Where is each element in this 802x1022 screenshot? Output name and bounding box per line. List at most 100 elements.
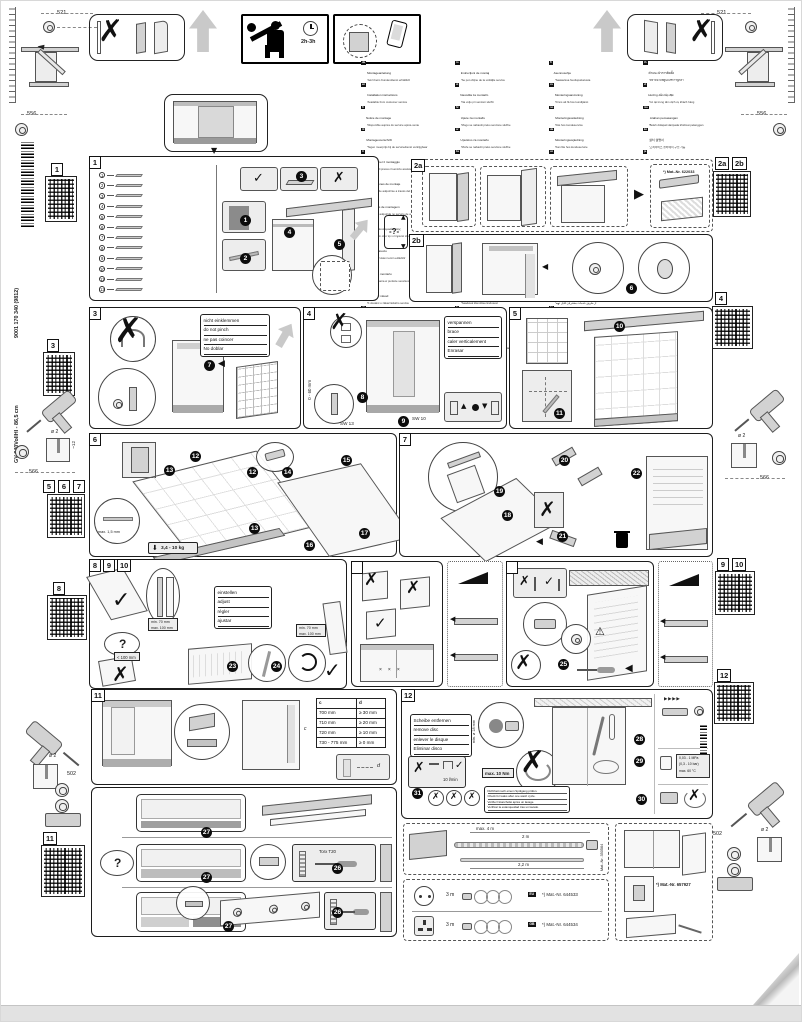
bracket (259, 857, 279, 866)
step-badge: 22 (631, 468, 642, 479)
tap-check-box: ✗ ✓ 10 l/min (408, 756, 466, 788)
socket-uk-icon (414, 916, 434, 936)
note-line: Verificar la estanqueidad tras un lavado… (487, 805, 567, 811)
phone-screen (390, 24, 404, 41)
countertop-shape (557, 169, 617, 187)
plinth-shape (735, 82, 775, 87)
part-leader (107, 288, 115, 290)
drain-ok-icon (660, 792, 678, 804)
countertop-speckled (569, 570, 649, 586)
panel-6-label: 6 (89, 433, 101, 446)
part-number: 6 (99, 223, 106, 231)
countertop (103, 701, 171, 707)
language-entry: roInstrucţiuni de montaj*Se pot obţine d… (455, 61, 545, 82)
language-code: bs (455, 150, 461, 154)
edge (185, 901, 203, 907)
plinth-zoom-circle (174, 704, 230, 760)
panel-4-label: 4 (303, 307, 315, 320)
spec-divider (654, 694, 655, 814)
clock-hand (310, 24, 312, 30)
hose-coil (593, 760, 619, 774)
insert-arrow: ◀ (660, 617, 666, 625)
dishwasher-front (173, 101, 257, 144)
limit-box: < 100 mm (114, 652, 140, 661)
sink-cabinet (552, 707, 626, 786)
language-title: Montageanleitung (367, 71, 391, 75)
pin-slot (423, 920, 426, 925)
appliance-front-box: ▼ (164, 94, 268, 155)
language-code: it (361, 150, 365, 154)
screw-head-icon (773, 123, 786, 136)
panel-12-label: 12 (401, 689, 416, 702)
handle (597, 667, 615, 673)
doorkit-mat-number: *) Mat.-Nr. 657927 (656, 882, 691, 887)
door-split (587, 708, 588, 786)
language-note: *Do uzyskania w punkcie serwisowym (366, 279, 414, 283)
screw-check-box: ✗ ✓ (513, 568, 567, 598)
question-mark: ? (114, 856, 122, 870)
language-note: *มีจำหน่ายที่ศูนย์บริการลูกค้า (648, 79, 684, 82)
seal-rail (454, 618, 498, 625)
table-body: 700 mm ≥ 30 mm 710 mm ≥ 20 mm 720 mm ≥ 1… (317, 707, 385, 747)
step-badge: 9 (398, 416, 409, 427)
part-leader (107, 226, 115, 228)
note-line: caler verticalement (447, 338, 499, 348)
language-note: *Saatavissa huoltopalvelusta (554, 79, 591, 82)
cross-icon: ✗ (520, 745, 546, 780)
panel-countertop-protect: ✗ ✓ ✗ ⚠ 25 ◀ (506, 561, 654, 687)
part-item: 12 (96, 284, 212, 294)
hose-connector-circle (478, 702, 524, 748)
cross-icon: ✗ (364, 570, 379, 590)
hinge-bracket-shape (717, 877, 753, 891)
step-badge: 25 (558, 659, 569, 670)
fast-arrows: ▶▶▶▶ (664, 696, 681, 701)
insert-arrow: ◀ (660, 653, 666, 661)
drill-diameter: ø 2 (49, 753, 57, 759)
step-badge: 12 (247, 467, 258, 478)
language-entry: svMonteringsanvisning*Finns att få hos k… (549, 83, 639, 104)
qr-code-9-10 (715, 571, 755, 615)
language-entry: itIstruzioni per il montaggio*Disponibil… (361, 150, 451, 171)
cabinet-option-2 (480, 166, 546, 227)
table-row: 700 mm ≥ 30 mm (317, 707, 385, 718)
dim-line (725, 478, 785, 479)
screw-head-icon (269, 904, 278, 915)
language-code: th (643, 61, 648, 65)
screw-head-icon (55, 799, 69, 813)
part-item: 2 (96, 180, 212, 190)
screw-arrow: ◀ (542, 262, 549, 271)
seal-wedge (669, 574, 699, 586)
doors (141, 849, 241, 867)
board-shape (136, 22, 146, 54)
sink-unit-shape (409, 830, 447, 860)
part-number: 11 (99, 275, 106, 283)
language-note: *Na voljo pri servisni službi (460, 101, 494, 105)
push-arrow: ◀ (218, 359, 225, 369)
side-shape (452, 242, 462, 294)
clock-hand (310, 27, 315, 30)
cabinet-edge (166, 577, 174, 617)
qr-code-8 (47, 595, 87, 640)
language-title: Istruzioni per il montaggio (365, 160, 400, 165)
language-entry: fiAsennusohje*Saatavissa huoltopalvelust… (549, 61, 639, 82)
insert-arrow: ◀ (450, 615, 456, 623)
plinth-clip (380, 844, 392, 882)
no-drill-circle (511, 650, 541, 680)
panel-8-9-10: 8 9 10 ✓ min. 70 mm max. 100 mm ? < 100 … (86, 559, 348, 689)
cross-icon: ✗ (515, 650, 532, 674)
magnifier-circle (343, 24, 377, 58)
gap-line (357, 767, 373, 768)
part-shape (115, 204, 144, 208)
qr-label-3: 3 (47, 339, 59, 352)
hose-bend (121, 329, 145, 347)
weight-icon: ⬇ (152, 544, 158, 552)
cabinet-run (102, 700, 172, 767)
part-item: 9 (96, 253, 212, 263)
question-mark: ? (119, 637, 127, 651)
hole (743, 444, 746, 458)
door-edge (157, 577, 163, 617)
screw-head-icon (43, 21, 55, 33)
seal-rail (664, 620, 708, 627)
gap-cell: ≥ 10 mm (359, 729, 377, 735)
hose-lower (460, 858, 584, 862)
